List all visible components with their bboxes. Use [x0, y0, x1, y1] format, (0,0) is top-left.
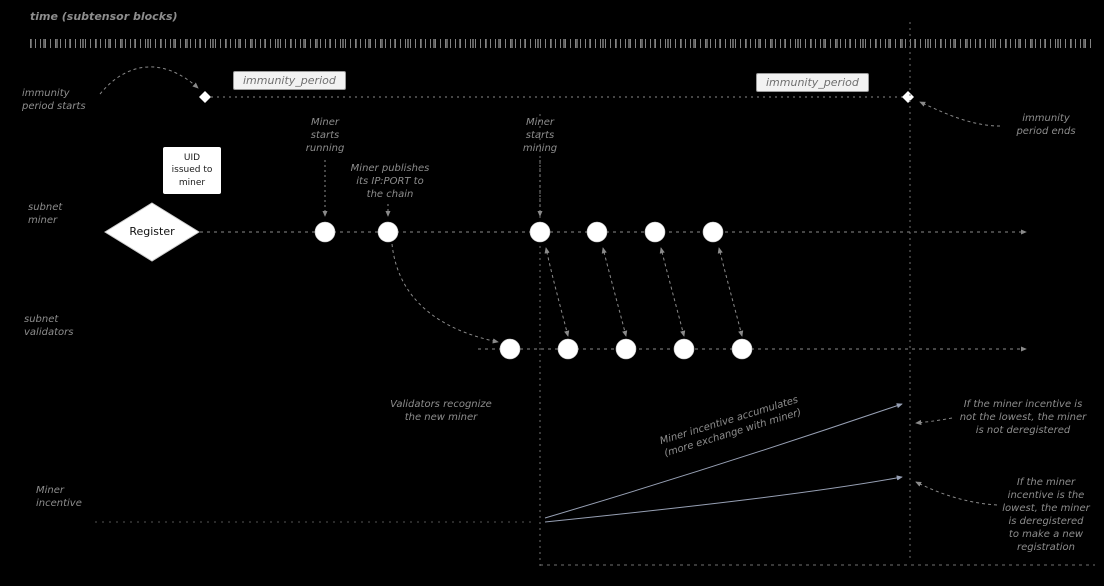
event-validators-recognize: Validators recognize the new miner: [390, 399, 492, 423]
lane-label-miner: subnet miner: [28, 202, 63, 226]
recognize-curve: [391, 243, 499, 344]
outcome-arrows: [915, 417, 998, 506]
validator-event-nodes: [499, 338, 753, 360]
immunity-end-arrow: [919, 101, 1001, 127]
register-label: Register: [129, 225, 175, 238]
reference-lines: [539, 22, 1095, 570]
immunity-period-span: [99, 66, 1001, 127]
immunity-end-label: immunity period ends: [1016, 113, 1076, 137]
immunity-start-arrow: [99, 66, 199, 95]
immunity-period-box-left: immunity_period: [233, 71, 346, 90]
register-diamond: [104, 202, 200, 262]
event-miner-starts-mining: Miner starts mining: [522, 117, 558, 154]
lane-label-validators: subnet validators: [24, 314, 74, 338]
uid-issued-box: UID issued to miner: [163, 147, 221, 194]
time-axis-ticks: [30, 39, 1094, 48]
miner-event-nodes: [314, 221, 724, 243]
event-stems: [322, 160, 543, 217]
immunity-period-box-right: immunity_period: [756, 73, 869, 92]
incentive-lines: [95, 403, 903, 523]
outcome-lowest: If the miner incentive is the lowest, th…: [1002, 477, 1090, 553]
immunity-end-diamond: [902, 91, 914, 103]
immunity-start-diamond: [199, 91, 211, 103]
time-axis-label: time (subtensor blocks): [30, 10, 178, 23]
outcome-not-lowest: If the miner incentive is not the lowest…: [959, 399, 1087, 436]
lane-label-incentive: Miner incentive: [36, 485, 82, 509]
exchange-arrows: [544, 247, 744, 337]
event-miner-starts-running: Miner starts running: [305, 117, 345, 154]
immunity-start-label: immunity period starts: [22, 88, 86, 112]
event-miner-publishes: Miner publishes its IP:PORT to the chain: [350, 163, 430, 200]
